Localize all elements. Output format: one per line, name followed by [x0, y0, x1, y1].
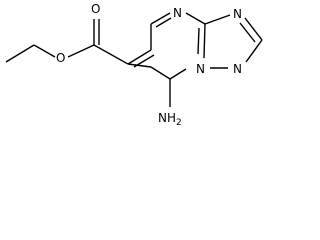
atom-label-carbonyl-oxygen: O [91, 2, 100, 16]
atom-label-ester-oxygen: O [56, 51, 65, 65]
bond-c3a-n-bridge-inner [197, 27, 200, 55]
bond-ch2-o [33, 44, 56, 58]
atom-label-triazole-n-bottom: N [233, 62, 242, 76]
chemical-structure-diagram: O O N N N N NH2 [5, 2, 263, 128]
bond-c7-c6-join [127, 63, 152, 68]
bond-ch3-ch2 [5, 44, 35, 63]
bond-c3a-n-triazole-top [204, 14, 231, 25]
atom-label-pyrimidine-n: N [173, 6, 182, 20]
atom-label-triazole-n-top: N [233, 7, 242, 21]
amino-nh-text: NH [158, 111, 176, 125]
atom-label-amino-n: NH2 [158, 111, 182, 128]
bond-n-top-ch-inner [239, 22, 256, 43]
amino-h-subscript: 2 [176, 118, 182, 128]
bond-n-top-ch [244, 17, 263, 41]
bond-n3-c3a [185, 12, 206, 25]
bond-o-carbonyl [67, 44, 95, 58]
bond-n-bridge-c7 [169, 68, 187, 80]
bond-ch-n-bottom [245, 39, 263, 63]
atom-labels: O O N N N N NH2 [56, 2, 242, 128]
bond-carbonyl-c6 [93, 44, 129, 65]
atom-label-bridge-n: N [196, 62, 205, 76]
bond-c4-n3 [150, 12, 171, 25]
bond-c3a-n-bridge [203, 23, 206, 59]
bond-c7-c6 [150, 66, 171, 80]
bond-c6-c5 [127, 49, 152, 65]
bond-c4-n3-inner [155, 17, 172, 28]
bonds [5, 12, 263, 107]
